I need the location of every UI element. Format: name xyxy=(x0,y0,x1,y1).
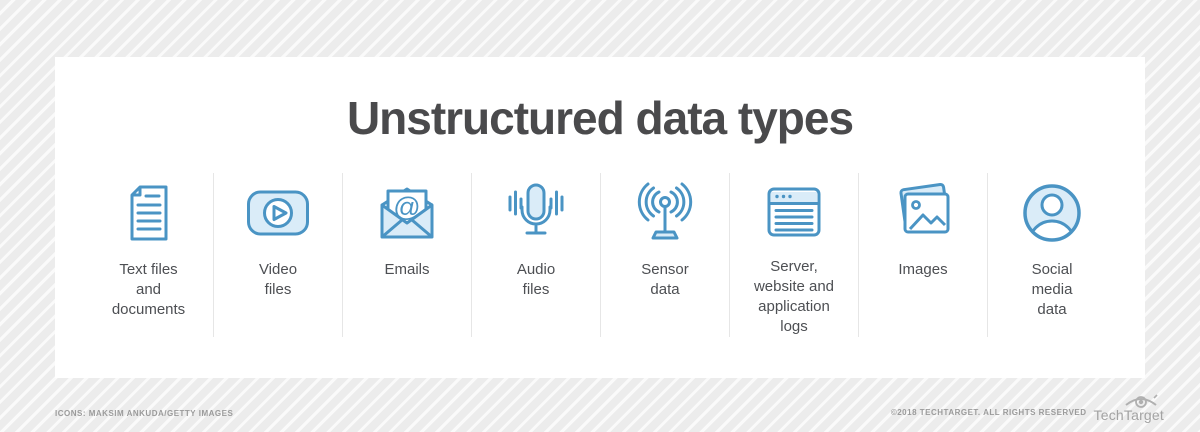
data-type-item-video-files: Video files xyxy=(213,173,342,337)
data-type-label: Text files and documents xyxy=(111,261,186,318)
icon-credits: ICONS: MAKSIM ANKUDA/GETTY IMAGES xyxy=(55,409,234,418)
browser-window-icon xyxy=(761,175,827,248)
infographic-card: Unstructured data types Text files and d… xyxy=(55,57,1145,378)
data-type-item-emails: @ Emails xyxy=(342,173,471,337)
data-types-row: Text files and documents Video files @ xyxy=(84,173,1116,337)
photos-icon xyxy=(890,175,956,251)
eye-icon xyxy=(1125,394,1158,408)
data-type-item-images: Images xyxy=(858,173,987,337)
data-type-label: Emails xyxy=(384,261,430,278)
data-type-item-server-logs: Server, website and application logs xyxy=(729,173,858,337)
antenna-icon xyxy=(632,175,698,251)
techtarget-logo: TechTarget xyxy=(1094,392,1164,422)
document-icon xyxy=(116,175,182,251)
data-type-label: Server, website and application logs xyxy=(753,258,835,335)
user-avatar-icon xyxy=(1019,175,1085,251)
email-icon: @ xyxy=(374,175,440,251)
page-title: Unstructured data types xyxy=(55,57,1145,145)
data-type-label: Video files xyxy=(258,261,298,298)
data-type-item-text-files: Text files and documents xyxy=(84,173,213,337)
video-play-icon xyxy=(245,175,311,251)
data-type-item-sensor-data: Sensor data xyxy=(600,173,729,337)
brand-text: TechTarget xyxy=(1093,407,1164,423)
copyright-text: ©2018 TECHTARGET. ALL RIGHTS RESERVED xyxy=(890,408,1087,417)
microphone-icon xyxy=(503,175,569,251)
footer-brand-area: ©2018 TECHTARGET. ALL RIGHTS RESERVED Te… xyxy=(891,392,1164,422)
data-type-label: Sensor data xyxy=(641,261,689,298)
data-type-item-audio-files: Audio files xyxy=(471,173,600,337)
data-type-label: Images xyxy=(898,261,948,278)
data-type-item-social-media: Social media data xyxy=(987,173,1116,337)
data-type-label: Audio files xyxy=(516,261,556,298)
data-type-label: Social media data xyxy=(1031,261,1073,318)
page-title-text: Unstructured data types xyxy=(346,92,854,144)
